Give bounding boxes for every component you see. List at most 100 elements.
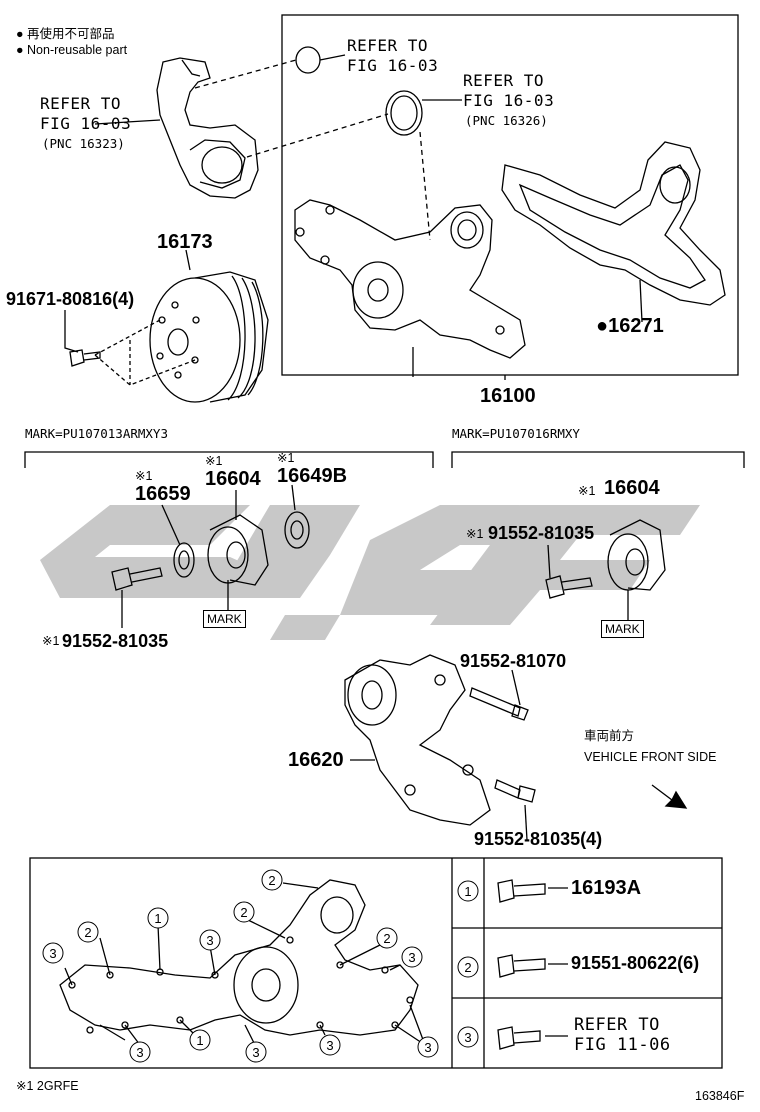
- svg-text:1: 1: [154, 911, 161, 926]
- callout-3: 3: [129, 1041, 151, 1063]
- bolt-91552-right: [545, 575, 593, 599]
- water-pump-gasket: [501, 141, 726, 306]
- small-o-ring: [295, 46, 321, 74]
- svg-text:3: 3: [424, 1040, 431, 1055]
- legend-jp-text: 再使用不可部品: [27, 27, 115, 41]
- footnote: ※1 2GRFE: [16, 1079, 79, 1093]
- part-16659: 16659: [135, 483, 191, 505]
- note-16649b: ※1: [277, 451, 295, 465]
- legend-en-text: Non-reusable part: [27, 43, 128, 57]
- svg-text:3: 3: [252, 1045, 259, 1060]
- callout-3: 3: [401, 946, 423, 968]
- part-16620: 16620: [288, 749, 344, 771]
- part-91552a: 91552-81035: [62, 631, 169, 651]
- callout-2: 2: [376, 927, 398, 949]
- callout-1: 1: [189, 1029, 211, 1051]
- callout-3: 3: [319, 1034, 341, 1056]
- callout-2: 2: [233, 901, 255, 923]
- water-pump-group-box: [281, 14, 739, 376]
- water-inlet-pipe: [156, 57, 259, 199]
- callouts: 3 2 1 3 2 2 2 3 3 1 3 3 3 1 2 3: [42, 869, 479, 1063]
- bolt-location-box: [29, 857, 723, 1069]
- note-91552b: ※1: [466, 527, 484, 541]
- svg-text:2: 2: [383, 931, 390, 946]
- pulley-face: [149, 277, 241, 403]
- ref3-line3: (PNC 16323): [42, 136, 125, 151]
- part-16100: 16100: [480, 385, 536, 407]
- table-callout-3: 3: [457, 1026, 479, 1048]
- bolt-91552-81070: [469, 687, 529, 721]
- part-91552d: 91552-81035(4): [474, 829, 603, 849]
- part-91671: 91671-80816(4): [6, 289, 135, 309]
- tensioner-assembly: [344, 654, 491, 826]
- svg-text:3: 3: [206, 933, 213, 948]
- legend-jp: ● 再使用不可部品: [16, 27, 115, 41]
- svg-text:3: 3: [49, 946, 56, 961]
- table-part-3-line1: REFER TO: [574, 1015, 660, 1035]
- figure-id: 163846F: [695, 1089, 745, 1103]
- part-91552b: 91552-81035: [488, 523, 595, 543]
- note-16659: ※1: [135, 469, 153, 483]
- part-16604a: 16604: [205, 468, 261, 490]
- svg-text:3: 3: [464, 1030, 471, 1045]
- line-art: [24, 14, 745, 1069]
- mark-label-left: MARK: [203, 610, 246, 628]
- ref2-line2: FIG 16-03: [463, 91, 555, 110]
- vehicle-front-arrow: [651, 784, 688, 809]
- callout-3: 3: [42, 942, 64, 964]
- water-pump-body: [294, 199, 526, 359]
- idler-pulley-left: [209, 514, 269, 586]
- callout-2: 2: [261, 869, 283, 891]
- mark-header-left: MARK=PU107013ARMXY3: [25, 426, 168, 441]
- part-91552c: 91552-81070: [460, 651, 567, 671]
- svg-text:2: 2: [464, 960, 471, 975]
- ref3-line1: REFER TO: [40, 94, 122, 113]
- svg-text:2: 2: [268, 873, 275, 888]
- ref1-line2: FIG 16-03: [347, 56, 439, 75]
- table-callout-2: 2: [457, 956, 479, 978]
- svg-text:2: 2: [84, 925, 91, 940]
- part-16604b: 16604: [604, 477, 660, 499]
- callout-1: 1: [147, 907, 169, 929]
- direction-jp: 車両前方: [584, 729, 635, 743]
- mark-label-right: MARK: [601, 620, 644, 638]
- direction-en: VEHICLE FRONT SIDE: [584, 750, 717, 764]
- callout-3: 3: [245, 1041, 267, 1063]
- note-16604b: ※1: [578, 484, 596, 498]
- legend-en: ● Non-reusable part: [16, 43, 128, 57]
- bolt-91552-81035-4: [494, 779, 536, 803]
- svg-text:3: 3: [326, 1038, 333, 1053]
- table-bolt-2: [497, 954, 546, 978]
- svg-text:3: 3: [136, 1045, 143, 1060]
- svg-text:2: 2: [240, 905, 247, 920]
- svg-text:1: 1: [196, 1033, 203, 1048]
- large-o-ring: [385, 90, 423, 136]
- part-16649b: 16649B: [277, 465, 348, 487]
- ref2-line1: REFER TO: [463, 71, 545, 90]
- mark-header-right: MARK=PU107016RMXY: [452, 426, 580, 441]
- washer-16659: [173, 542, 195, 578]
- table-part-3-line2: FIG 11-06: [574, 1035, 671, 1055]
- callout-3: 3: [417, 1036, 439, 1058]
- ref3-line2: FIG 16-03: [40, 114, 132, 133]
- washer-16649b: [284, 511, 310, 549]
- ref2-line3: (PNC 16326): [465, 113, 548, 128]
- callout-2: 2: [77, 921, 99, 943]
- table-bolt-1: [497, 879, 546, 903]
- pulley-bolt: [69, 349, 101, 367]
- part-16271: ●16271: [596, 315, 664, 337]
- table-part-2: 91551-80622(6): [571, 953, 700, 973]
- part-16173: 16173: [157, 231, 213, 253]
- table-part-1: 16193A: [571, 877, 642, 899]
- svg-text:3: 3: [408, 950, 415, 965]
- table-bolt-3: [497, 1026, 541, 1050]
- table-callout-1: 1: [457, 880, 479, 902]
- idler-pulley-right: [609, 519, 666, 591]
- callout-3: 3: [199, 929, 221, 951]
- note-91552a: ※1: [42, 634, 60, 648]
- bolt-91552-left: [111, 567, 163, 591]
- note-16604a: ※1: [205, 454, 223, 468]
- svg-text:1: 1: [464, 884, 471, 899]
